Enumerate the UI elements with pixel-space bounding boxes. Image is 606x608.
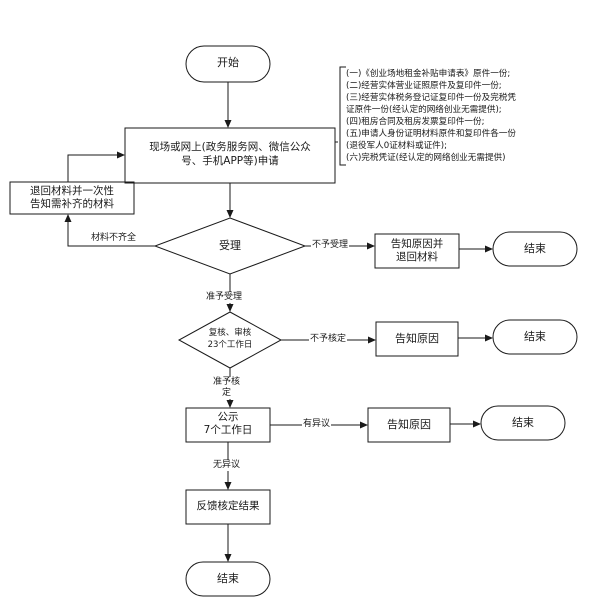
start-label: 开始 bbox=[217, 56, 239, 69]
note-line-1: (一)《创业场地租金补贴申请表》原件一份; bbox=[346, 69, 511, 79]
apply-label: 现场或网上(政务服务网、微信公众 号、手机APP等)申请 bbox=[149, 141, 311, 167]
note-line-7: (退役军人0证材料或证件); bbox=[346, 141, 448, 151]
arrow-accept-return bbox=[64, 214, 155, 247]
note-line-2: (二)经营实体营业证照原件及复印件一份; bbox=[346, 81, 502, 91]
edge-label-no-objection: 无异议 bbox=[212, 460, 242, 471]
notify-return-label: 告知原因并 退回材料 bbox=[390, 238, 444, 263]
accept-label: 受理 bbox=[219, 239, 241, 252]
feedback-label: 反馈核定结果 bbox=[196, 500, 260, 512]
review-label: 复核、审核 23个工作日 bbox=[207, 328, 253, 350]
end3-label: 结束 bbox=[512, 416, 534, 429]
edge-label-incomplete: 材料不齐全 bbox=[90, 233, 138, 244]
notify2-box bbox=[375, 321, 459, 357]
edge-label-objection: 有异议 bbox=[302, 419, 332, 430]
note-line-4: 证原件一份(经认定的网络创业无需提供); bbox=[346, 105, 502, 115]
notify3-label: 告知原因 bbox=[387, 418, 431, 431]
end2-node bbox=[492, 319, 578, 355]
end-final-node bbox=[185, 561, 271, 597]
return-materials-box bbox=[9, 181, 135, 215]
note-line-6: (五)申请人身份证明材料原件和复印件各一份 bbox=[346, 129, 516, 139]
note-line-8: (六)完税凭证(经认定的网络创业无需提供) bbox=[346, 153, 506, 163]
return-materials-label: 退回材料并一次性 告知需补齐的材料 bbox=[30, 185, 114, 210]
end-final-label: 结束 bbox=[217, 572, 239, 585]
arrow-return-apply bbox=[67, 151, 125, 182]
edge-label-accept-ok: 准予受理 bbox=[205, 292, 244, 303]
note-line-5: (四)租房合同及租房发票复印件一份; bbox=[346, 117, 485, 127]
edge-label-not-approve: 不予核定 bbox=[309, 334, 348, 345]
edge-label-not-accept: 不予受理 bbox=[311, 240, 350, 251]
end2-label: 结束 bbox=[524, 330, 546, 343]
end1-label: 结束 bbox=[524, 242, 546, 255]
note-bracket bbox=[339, 66, 346, 166]
notify3-box bbox=[367, 407, 451, 443]
notify-return-box bbox=[374, 233, 460, 269]
end3-node bbox=[480, 405, 566, 441]
publicize-label: 公示 7个工作日 bbox=[203, 411, 253, 436]
end1-node bbox=[492, 231, 578, 267]
notify2-label: 告知原因 bbox=[395, 332, 439, 345]
note-line-3: (三)经营实体税务登记证复印件一份及完税凭 bbox=[346, 93, 516, 103]
edge-label-approve: 准予核 定 bbox=[212, 377, 242, 399]
